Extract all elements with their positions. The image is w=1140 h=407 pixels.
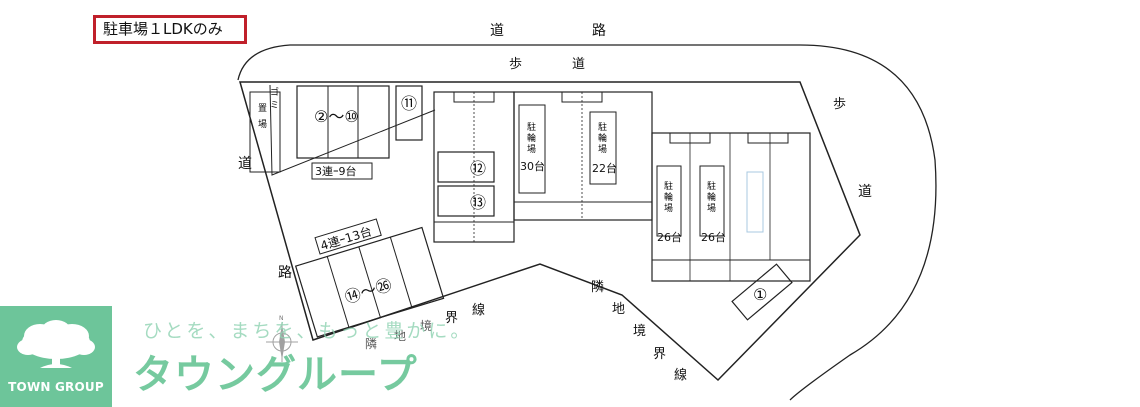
garbage-label-1: ゴ bbox=[270, 86, 279, 98]
road-label-top-2: 路 bbox=[592, 23, 606, 39]
tree-icon bbox=[17, 320, 95, 368]
parking-label-11: ⑪ bbox=[401, 94, 417, 113]
parking-note-box-14-26 bbox=[314, 218, 382, 255]
road-label-top-1: 道 bbox=[490, 23, 504, 39]
parking-label-2-10: ②～⑩ bbox=[314, 107, 359, 126]
bike-c-label-2: 輪 bbox=[664, 191, 673, 203]
parking-note-box-2-10 bbox=[311, 162, 373, 180]
logo-tagline: ひとを、まちを、もっと豊かに。 bbox=[143, 320, 473, 342]
bike-c-label-3: 場 bbox=[664, 202, 673, 214]
boundary-left-partial-2: 地 bbox=[394, 329, 406, 343]
building-block-right bbox=[651, 132, 811, 282]
sidewalk-right-label: 歩 bbox=[833, 97, 846, 112]
road-label-right: 道 bbox=[858, 184, 872, 200]
parking-label-13: ⑬ bbox=[470, 193, 486, 212]
parking-label-1: ① bbox=[753, 285, 767, 304]
logo-company-name: TOWN GROUP bbox=[8, 380, 104, 394]
parking-group-2-10 bbox=[296, 85, 390, 159]
boundary-char-2: 地 bbox=[612, 302, 625, 317]
sidewalk-label-2: 道 bbox=[572, 57, 585, 72]
title-label: 駐車場１LDKのみ bbox=[93, 15, 247, 44]
bike-c-count: 26台 bbox=[657, 230, 682, 244]
sidewalk-label-1: 歩 bbox=[509, 57, 522, 72]
garbage-area bbox=[249, 91, 281, 173]
logo-brand-name: タウングループ bbox=[133, 352, 418, 398]
bike-a-label-1: 駐 bbox=[527, 121, 536, 133]
road-label-left-2: 路 bbox=[278, 265, 292, 281]
boundary-char-5: 線 bbox=[674, 367, 687, 383]
bike-d-label-3: 場 bbox=[707, 202, 716, 214]
bike-b-count: 22台 bbox=[592, 161, 617, 175]
boundary-left-char-1: 界 bbox=[445, 311, 458, 326]
bike-b-label-3: 場 bbox=[598, 143, 607, 155]
bike-a-label-2: 輪 bbox=[527, 132, 536, 144]
boundary-left-partial-1: 隣 bbox=[365, 336, 377, 351]
parking-space-1 bbox=[731, 263, 793, 321]
garbage-label-2: ミ bbox=[270, 101, 279, 111]
bike-d-count: 26台 bbox=[701, 230, 726, 244]
boundary-left-char-2: 線 bbox=[472, 302, 485, 318]
parking-label-12: ⑫ bbox=[470, 159, 486, 178]
inner-left-edge bbox=[269, 84, 436, 176]
parking-group-14-26 bbox=[294, 226, 445, 338]
bike-c-label-1: 駐 bbox=[664, 180, 673, 192]
bike-a-count: 30台 bbox=[520, 159, 545, 173]
bike-b-label-2: 輪 bbox=[598, 132, 607, 144]
building-block-middle bbox=[513, 91, 653, 221]
boundary-left-partial-3: 境 bbox=[420, 318, 432, 333]
boundary-char-1: 隣 bbox=[591, 279, 604, 295]
site-boundary bbox=[239, 81, 861, 382]
town-group-logo: TOWN GROUP bbox=[0, 306, 112, 407]
bike-d-label-1: 駐 bbox=[707, 180, 716, 192]
parking-note-2-10: 3連ｰ9台 bbox=[315, 164, 357, 178]
bike-a-label-3: 場 bbox=[527, 143, 536, 155]
compass-north: N bbox=[279, 315, 284, 322]
garbage-label-4: 場 bbox=[258, 118, 267, 130]
garbage-label-3: 置 bbox=[258, 103, 267, 114]
boundary-char-3: 境 bbox=[633, 324, 646, 339]
road-edge-line bbox=[237, 44, 937, 401]
compass-icon bbox=[266, 322, 298, 362]
bike-d-label-2: 輪 bbox=[707, 191, 716, 203]
road-label-left-1: 道 bbox=[238, 156, 252, 172]
parking-label-14-26: ⑭～㉖ bbox=[343, 275, 394, 307]
bike-b-label-1: 駐 bbox=[598, 121, 607, 133]
parking-space-11 bbox=[395, 85, 423, 141]
boundary-char-4: 界 bbox=[653, 347, 666, 362]
